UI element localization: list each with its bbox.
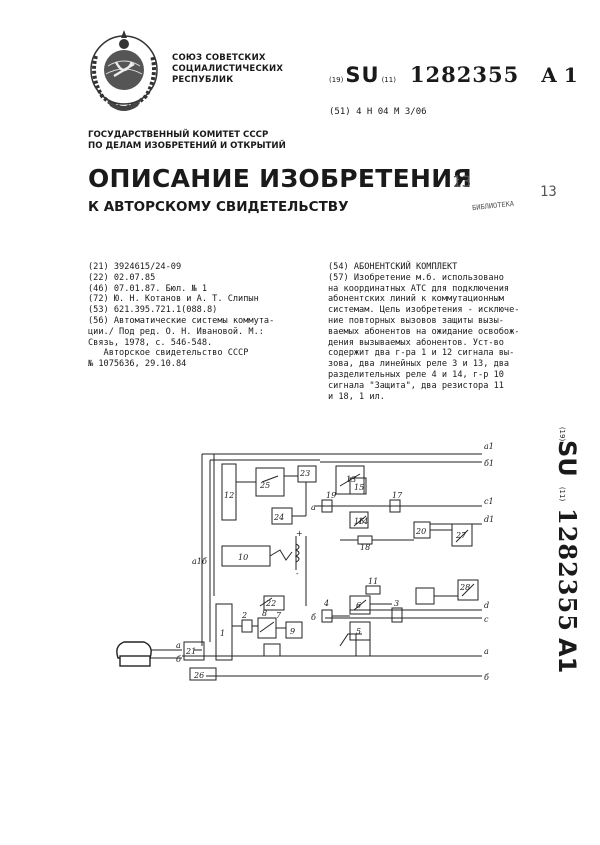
union-line: СОЮЗ СОВЕТСКИХ (172, 53, 283, 64)
abstract: (54) АБОНЕНТСКИЙ КОМПЛЕКТ (57) Изобретен… (328, 262, 538, 402)
block-label: 6 (356, 601, 361, 610)
block-label: 9 (290, 627, 295, 636)
biblio-line: ции./ Под ред. О. Н. Ивановой. М.: (88, 327, 316, 338)
abstract-line: на координатных АТС для подключения (328, 284, 538, 295)
biblio-line: (56) Автоматические системы коммута- (88, 316, 316, 327)
emblem-icon (86, 26, 162, 114)
abstract-line: разделительных реле 4 и 14, г-р 10 (328, 370, 538, 381)
block-label: 27 (455, 531, 467, 540)
wire-label: а (311, 503, 316, 512)
committee-line: ГОСУДАРСТВЕННЫЙ КОМИТЕТ СССР (88, 130, 286, 141)
abstract-line: и 18, 1 ил. (328, 392, 538, 403)
country-code: SU (345, 63, 379, 87)
side-publication-number: (19) SU (11) 1282355 A1 (553, 428, 583, 698)
library-stamp: 13 13 БИБЛИОТЕКА (444, 168, 564, 218)
block-label: 26 (193, 671, 204, 680)
wire-label: б (311, 613, 316, 622)
bus-label: а (484, 647, 489, 656)
publication-number: (19) SU (11) 1282355 A 1 (329, 62, 578, 87)
kind-code: A 1 (541, 63, 577, 87)
biblio-line: № 1075636, 29.10.84 (88, 359, 316, 370)
wire-label: б (202, 557, 207, 566)
diagram-labels: a1 б1 с1 d1 d с а б 1 2 3 4 5 6 7 8 9 10… (176, 442, 494, 682)
abstract-line: дения вызываемых абонентов. Уст-во (328, 338, 538, 349)
committee-name: ГОСУДАРСТВЕННЫЙ КОМИТЕТ СССР ПО ДЕЛАМ ИЗ… (88, 130, 286, 152)
bus-label: б1 (484, 459, 494, 468)
biblio-line: Авторское свидетельство СССР (88, 348, 316, 359)
wire-label: а (176, 641, 181, 650)
union-line: РЕСПУБЛИК (172, 75, 283, 86)
ussr-emblem (86, 26, 162, 114)
abstract-line: системам. Цель изобретения - исключе- (328, 305, 538, 316)
block-label: 5 (356, 627, 361, 636)
block-label: 21 (185, 647, 196, 656)
block-label: 19 (326, 491, 336, 500)
block-label: 17 (392, 491, 403, 500)
block-label: 10 (238, 553, 248, 562)
biblio-line: (22) 02.07.85 (88, 273, 316, 284)
block-label: 8 (262, 609, 267, 618)
stamp-number-left: 13 (452, 172, 471, 191)
block-label: 24 (273, 513, 284, 522)
block-label: 18 (360, 543, 370, 552)
block-label: 7 (276, 611, 282, 620)
diagram-wires (150, 454, 482, 680)
block-label: 25 (259, 481, 270, 490)
bus-label: d1 (484, 515, 494, 524)
stamp-text: БИБЛИОТЕКА (472, 200, 515, 212)
biblio-line: (53) 621.395.721.1(088.8) (88, 305, 316, 316)
wire-label: б (176, 655, 181, 664)
abstract-line: зова, два линейных реле 3 и 13, два (328, 359, 538, 370)
inid-19: (19) (329, 76, 343, 84)
bus-label: d (484, 601, 489, 610)
block-label: 3 (394, 599, 399, 608)
block-label: 12 (224, 491, 234, 500)
wire-label: а1 (192, 557, 202, 566)
side-inid-11: (11) (558, 487, 566, 501)
block-label: 22 (265, 599, 276, 608)
ipc-class: (51) 4 Н 04 М 3/06 (329, 107, 427, 117)
block-label: 20 (415, 527, 426, 536)
bus-label: б (484, 673, 489, 682)
side-number: 1282355 (553, 508, 582, 632)
block-label: 2 (241, 611, 247, 620)
biblio-line: (46) 07.01.87. Бюл. № 1 (88, 284, 316, 295)
inid-11: (11) (382, 76, 396, 84)
block-label: 16 (354, 517, 364, 526)
telephone-icon (117, 642, 151, 666)
abstract-line: (57) Изобретение м.б. использовано (328, 273, 538, 284)
document-subtitle: К АВТОРСКОМУ СВИДЕТЕЛЬСТВУ (88, 199, 349, 215)
bus-label: a1 (484, 442, 494, 451)
union-line: СОЦИАЛИСТИЧЕСКИХ (172, 64, 283, 75)
stamp-number-right: 13 (540, 184, 557, 200)
block-label: 15 (354, 483, 364, 492)
biblio-line: Связь, 1978, с. 546-548. (88, 338, 316, 349)
block-label: 11 (368, 577, 378, 586)
side-country: SU (553, 440, 581, 477)
document-title: ОПИСАНИЕ ИЗОБРЕТЕНИЯ (88, 164, 472, 193)
block-label: 23 (299, 469, 310, 478)
union-name: СОЮЗ СОВЕТСКИХ СОЦИАЛИСТИЧЕСКИХ РЕСПУБЛИ… (172, 53, 283, 86)
abstract-line: ваемых абонентов на ожидание освобож- (328, 327, 538, 338)
block-label: 4 (323, 599, 329, 608)
abstract-line: абонентских линий к коммутационным (328, 294, 538, 305)
biblio-line: (21) 3924615/24-09 (88, 262, 316, 273)
committee-line: ПО ДЕЛАМ ИЗОБРЕТЕНИЙ И ОТКРЫТИЙ (88, 141, 286, 152)
patent-number: 1282355 (410, 62, 519, 87)
abstract-line: ние повторных вызовов защиты вызы- (328, 316, 538, 327)
abstract-line: (54) АБОНЕНТСКИЙ КОМПЛЕКТ (328, 262, 538, 273)
wire-label: - (296, 569, 299, 578)
block-label: 1 (220, 629, 225, 638)
circuit-diagram: a1 б1 с1 d1 d с а б 1 2 3 4 5 6 7 8 9 10… (110, 436, 500, 686)
abstract-line: сигнала "Защита", два резистора 11 (328, 381, 538, 392)
bibliographic-data: (21) 3924615/24-09 (22) 02.07.85 (46) 07… (88, 262, 316, 370)
block-label: 28 (459, 583, 470, 592)
bus-label: с1 (484, 497, 494, 506)
biblio-line: (72) Ю. Н. Котанов и А. Т. Слипын (88, 294, 316, 305)
wire-label: + (296, 529, 303, 538)
abstract-line: содержит два г-ра 1 и 12 сигнала вы- (328, 348, 538, 359)
bus-label: с (484, 615, 489, 624)
side-kind: A1 (553, 638, 581, 673)
